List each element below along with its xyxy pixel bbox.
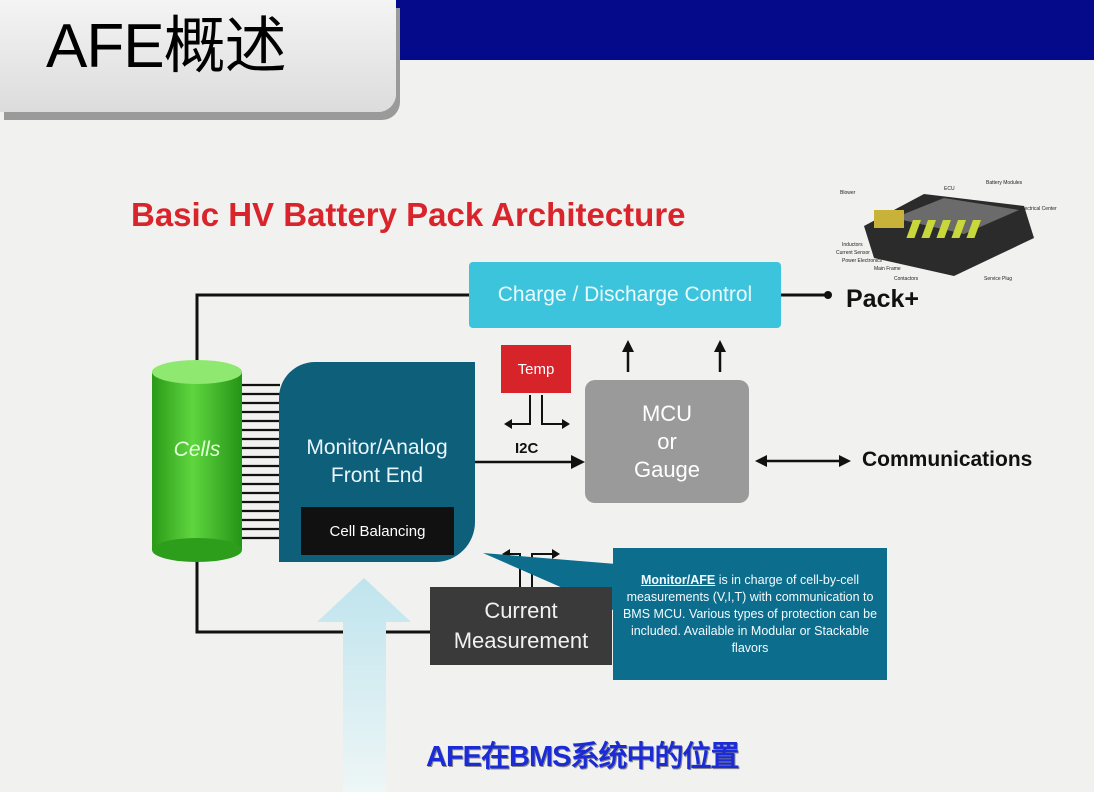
current-measurement-block: Current Measurement (430, 587, 612, 665)
slide-title-box: AFE概述 (0, 0, 396, 112)
arrow-head (504, 419, 512, 429)
header-bar (380, 0, 1094, 60)
afe-label-line: Monitor/Analog (306, 436, 448, 459)
cells-label: Cells (173, 438, 221, 461)
current-label-line: Measurement (453, 628, 589, 653)
current-ports (506, 553, 556, 587)
highlight-up-arrow (317, 578, 411, 792)
arrow-head (552, 549, 560, 559)
arrow-head (562, 419, 570, 429)
note-highlight: Monitor/AFE (640, 573, 716, 587)
arrow-head (714, 340, 726, 352)
afe-label-line: Front End (330, 464, 424, 487)
photo-label: ECU (944, 186, 955, 192)
mcu-block: MCU or Gauge (585, 380, 749, 503)
temp-block: Temp (501, 345, 571, 393)
photo-label: Main Frame (874, 266, 901, 272)
slide-title: AFE概述 (46, 12, 287, 81)
photo-label: Power Electronics (842, 258, 883, 264)
i2c-label: I2C (515, 440, 539, 457)
cell-sense-wires (240, 383, 280, 540)
charge-discharge-control-block: Charge / Discharge Control (469, 262, 781, 328)
arrow-head (571, 455, 585, 469)
temp-i2c-arrows (508, 395, 566, 425)
cell-balancing-block: Cell Balancing (301, 507, 454, 555)
arrow-head (755, 455, 767, 467)
battery-photo-body (864, 194, 1034, 276)
note-text: is in charge of cell-by-cell measurement… (622, 573, 878, 655)
arrow-head (622, 340, 634, 352)
photo-label: Inductors (842, 242, 863, 248)
mcu-label-line: or (657, 428, 677, 454)
pack-plus-label: Pack+ (846, 285, 919, 313)
current-label-line: Current (484, 598, 558, 623)
afe-label: Monitor/Analog Front End (279, 434, 475, 490)
mcu-to-charge-arrows (626, 350, 722, 372)
photo-label: Blower (840, 190, 856, 196)
photo-label: Battery Modules (986, 180, 1023, 186)
photo-label: Electrical Center (1020, 206, 1057, 212)
diagram-title: Basic HV Battery Pack Architecture (131, 196, 686, 233)
afe-block: Monitor/Analog Front End Cell Balancing (279, 362, 475, 562)
mcu-label-line: Gauge (633, 456, 701, 482)
slide-caption: AFE在BMS系统中的位置 (426, 741, 739, 773)
mcu-label-line: MCU (641, 400, 693, 426)
arrow-head (839, 455, 851, 467)
pack-terminal-dot (824, 291, 832, 299)
wire-cells-to-charge (195, 293, 469, 370)
battery-pack-photo: Blower ECU Battery Modules Electrical Ce… (836, 180, 1057, 282)
afe-description-callout: Monitor/AFE is in charge of cell-by-cell… (613, 548, 887, 680)
photo-label: Service Plug (984, 276, 1012, 282)
communications-label: Communications (862, 448, 1033, 471)
cells-cylinder (152, 360, 242, 562)
photo-label: Contactors (894, 276, 919, 282)
photo-label: Current Sensor (836, 250, 870, 256)
